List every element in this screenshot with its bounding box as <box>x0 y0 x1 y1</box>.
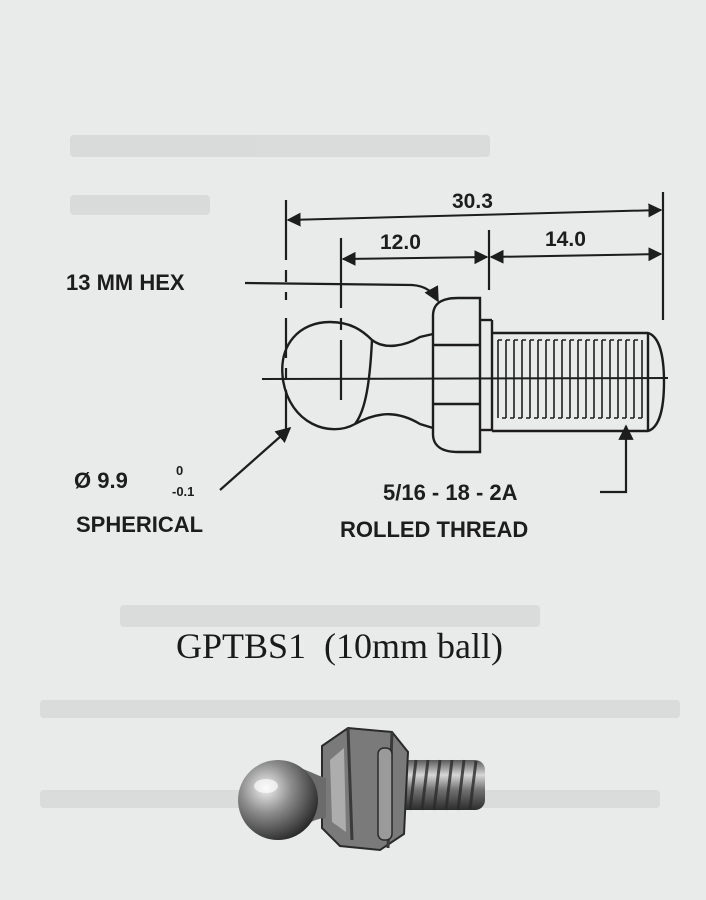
hex-to-ball-length-label: 12.0 <box>380 231 421 254</box>
thread-length-label: 14.0 <box>545 228 586 251</box>
ball-stud-photo <box>238 726 485 852</box>
thread-type-label: ROLLED THREAD <box>340 517 528 542</box>
ball-diameter-label: Ø 9.9 <box>74 468 128 493</box>
hex-dimension-line <box>341 250 489 266</box>
overall-length-label: 30.3 <box>452 190 493 213</box>
ball-tolerance-lower: -0.1 <box>172 484 194 499</box>
ball-stud-outline <box>281 296 666 454</box>
centerline <box>261 377 669 380</box>
overall-dimension-line <box>286 203 663 227</box>
ball-outline <box>281 320 373 431</box>
ball-tolerance-upper: 0 <box>176 463 183 478</box>
hex-outline <box>431 296 482 454</box>
thread-spec-label: 5/16 - 18 - 2A <box>383 480 518 505</box>
dimension-lines <box>286 203 663 266</box>
neck-outline <box>371 332 434 348</box>
hex-leader <box>244 281 439 303</box>
part-caption: GPTBS1 (10mm ball) <box>176 626 503 666</box>
background-ghost-text <box>40 135 680 808</box>
thread-outline <box>492 331 666 433</box>
hex-callout-label: 13 MM HEX <box>66 270 185 295</box>
ball-leader <box>219 426 292 491</box>
extension-lines <box>284 192 665 440</box>
thread-dimension-line <box>489 247 663 264</box>
callout-leaders <box>219 281 634 494</box>
ball-shape-label: SPHERICAL <box>76 512 203 537</box>
thread-leader <box>600 424 634 494</box>
